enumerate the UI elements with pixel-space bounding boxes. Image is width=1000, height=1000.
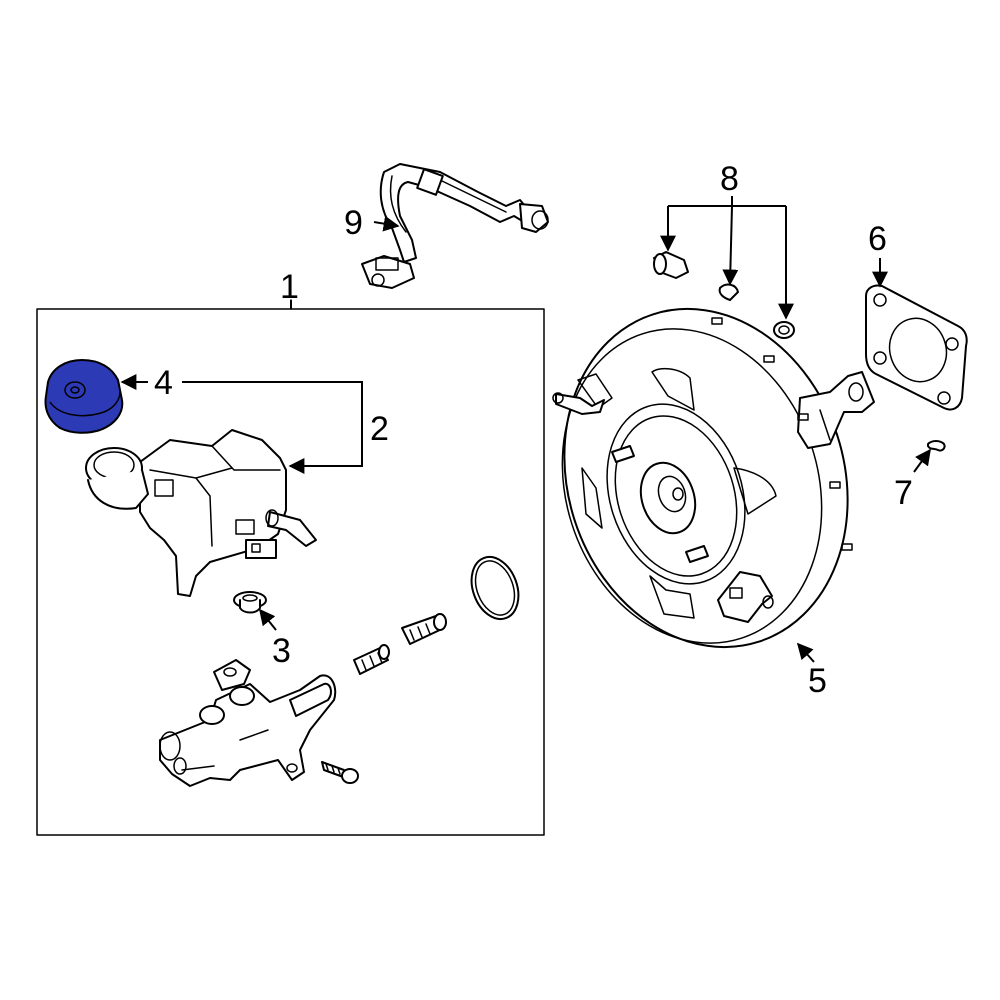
- callout-9: 9: [344, 204, 363, 242]
- callout-7: 7: [894, 474, 913, 512]
- vacuum-hose-part-9[interactable]: [361, 163, 549, 289]
- callout-4: 4: [154, 364, 173, 402]
- clip-part-8[interactable]: [718, 283, 739, 301]
- mounting-bolt[interactable]: [321, 761, 359, 784]
- callout-8: 8: [720, 160, 739, 198]
- booster-bolt-part-8[interactable]: [653, 251, 689, 279]
- callout-1: 1: [280, 268, 299, 306]
- callout-5: 5: [808, 662, 827, 700]
- piston-spring-1[interactable]: [401, 613, 447, 645]
- reservoir-cap-part-4[interactable]: [44, 358, 124, 434]
- grommet-part-3[interactable]: [233, 591, 267, 614]
- o-ring[interactable]: [463, 550, 526, 625]
- gasket-part-6[interactable]: [865, 284, 968, 411]
- clip-part-7[interactable]: [927, 440, 946, 452]
- washer-part-8[interactable]: [773, 321, 795, 339]
- callout-3: 3: [272, 632, 291, 670]
- callout-6: 6: [868, 220, 887, 258]
- callout-2: 2: [370, 410, 389, 448]
- reservoir-part-2[interactable]: [85, 429, 317, 597]
- piston-spring-2[interactable]: [353, 644, 390, 675]
- brake-booster-part-5[interactable]: [522, 272, 891, 684]
- master-cylinder-body[interactable]: [159, 659, 337, 787]
- leader-lines: [120, 196, 931, 663]
